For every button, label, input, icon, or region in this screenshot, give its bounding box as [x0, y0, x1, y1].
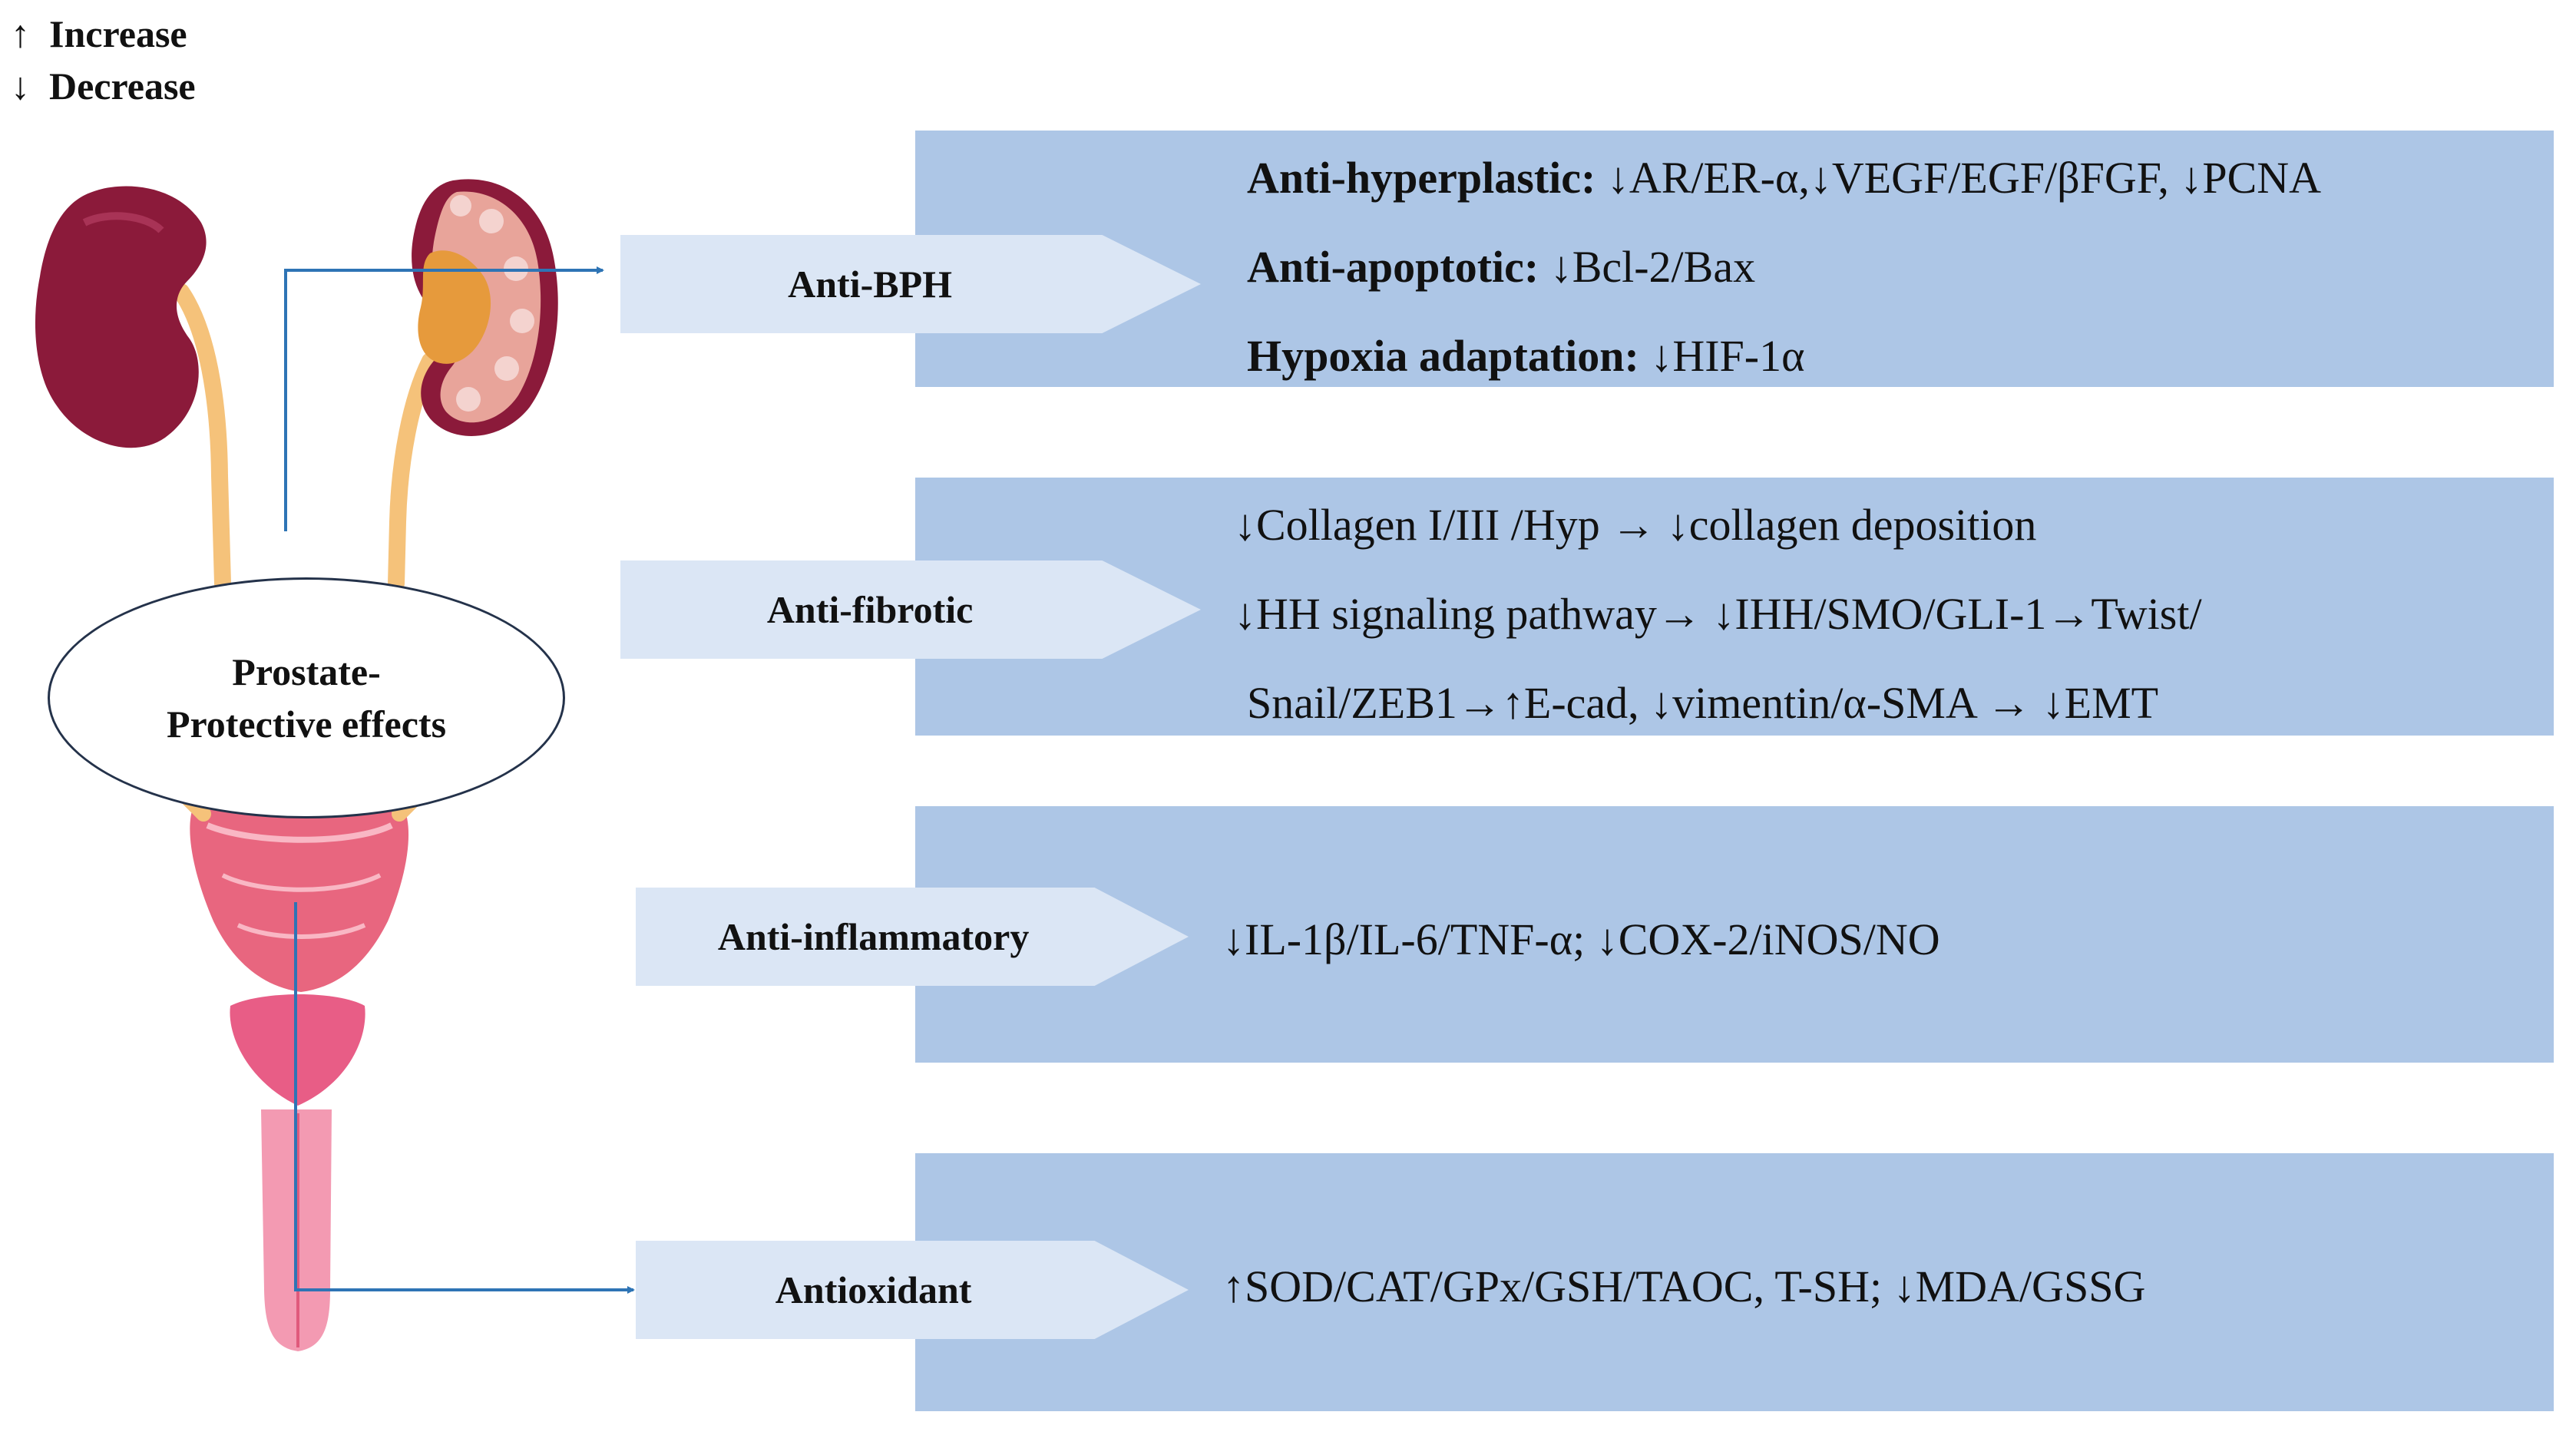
line-text: ↑SOD/CAT/GPx/GSH/TAOC, T-SH; ↓MDA/GSSG	[1222, 1261, 2146, 1311]
anti-fibrotic-label: Anti-fibrotic	[766, 588, 974, 631]
panel-line: ↑SOD/CAT/GPx/GSH/TAOC, T-SH; ↓MDA/GSSG	[1222, 1261, 2145, 1312]
prostate-protective-ellipse: Prostate- Protective effects	[48, 577, 565, 818]
decrease-arrow-icon: ↓	[11, 64, 30, 107]
anti-bph-arrow-box: Anti-BPH	[620, 235, 1201, 333]
line-text: ↓IL-1β/IL-6/TNF-α; ↓COX-2/iNOS/NO	[1222, 914, 1940, 964]
legend-increase: ↑ Increase	[11, 8, 196, 60]
anti-fibrotic-arrow-box: Anti-fibrotic	[620, 560, 1201, 659]
bottom-connector-arrow	[294, 902, 635, 1294]
legend-decrease: ↓ Decrease	[11, 60, 196, 112]
antioxidant-arrow-box: Antioxidant	[636, 1241, 1189, 1339]
ellipse-line-2: Protective effects	[166, 703, 447, 746]
panel-line: ↓Collagen I/III /Hyp → ↓collagen deposit…	[1234, 499, 2036, 551]
anti-inflammatory-arrow-box: Anti-inflammatory	[636, 888, 1189, 986]
panel-line: Snail/ZEB1→↑E-cad, ↓vimentin/α-SMA → ↓EM…	[1247, 677, 2158, 729]
anti-bph-label: Anti-BPH	[788, 263, 953, 306]
panel-line: ↓IL-1β/IL-6/TNF-α; ↓COX-2/iNOS/NO	[1222, 914, 1940, 965]
antioxidant-label: Antioxidant	[775, 1268, 972, 1311]
panel-line: ↓HH signaling pathway→ ↓IHH/SMO/GLI-1→Tw…	[1234, 588, 2202, 640]
antioxidant-panel: ↑SOD/CAT/GPx/GSH/TAOC, T-SH; ↓MDA/GSSG	[915, 1153, 2554, 1411]
legend: ↑ Increase ↓ Decrease	[11, 8, 196, 112]
line-text: ↓HH signaling pathway→ ↓IHH/SMO/GLI-1→Tw…	[1234, 589, 2202, 639]
increase-arrow-icon: ↑	[11, 12, 30, 55]
legend-increase-label: Increase	[49, 12, 187, 55]
line-text: ↓Collagen I/III /Hyp → ↓collagen deposit…	[1234, 500, 2037, 550]
panel-line: Anti-apoptotic: ↓Bcl-2/Bax	[1247, 241, 1755, 293]
left-ureter	[173, 283, 231, 592]
ellipse-line-1: Prostate-	[232, 650, 381, 693]
line-bold-label: Anti-apoptotic:	[1247, 242, 1539, 292]
line-text: ↓HIF-1α	[1639, 331, 1805, 381]
line-bold-label: Anti-hyperplastic:	[1247, 153, 1596, 203]
legend-decrease-label: Decrease	[49, 64, 196, 107]
prostate-icon	[230, 994, 365, 1106]
left-kidney-icon	[35, 186, 207, 448]
line-bold-label: Hypoxia adaptation:	[1247, 331, 1639, 381]
anti-inflammatory-label: Anti-inflammatory	[717, 915, 1030, 958]
panel-line: Hypoxia adaptation: ↓HIF-1α	[1247, 330, 1805, 382]
line-text: Snail/ZEB1→↑E-cad, ↓vimentin/α-SMA → ↓EM…	[1247, 678, 2159, 728]
right-ureter	[388, 352, 438, 592]
bladder-icon	[180, 791, 422, 992]
anti-bph-panel: Anti-hyperplastic: ↓AR/ER-α,↓VEGF/EGF/βF…	[915, 131, 2554, 387]
right-kidney-icon	[412, 179, 558, 436]
top-connector-arrow	[284, 266, 604, 531]
line-text: ↓AR/ER-α,↓VEGF/EGF/βFGF, ↓PCNA	[1596, 153, 2322, 203]
line-text: ↓Bcl-2/Bax	[1539, 242, 1756, 292]
panel-line: Anti-hyperplastic: ↓AR/ER-α,↓VEGF/EGF/βF…	[1247, 152, 2321, 203]
ellipse-text: Prostate- Protective effects	[167, 646, 446, 750]
anti-inflammatory-panel: ↓IL-1β/IL-6/TNF-α; ↓COX-2/iNOS/NO	[915, 806, 2554, 1063]
